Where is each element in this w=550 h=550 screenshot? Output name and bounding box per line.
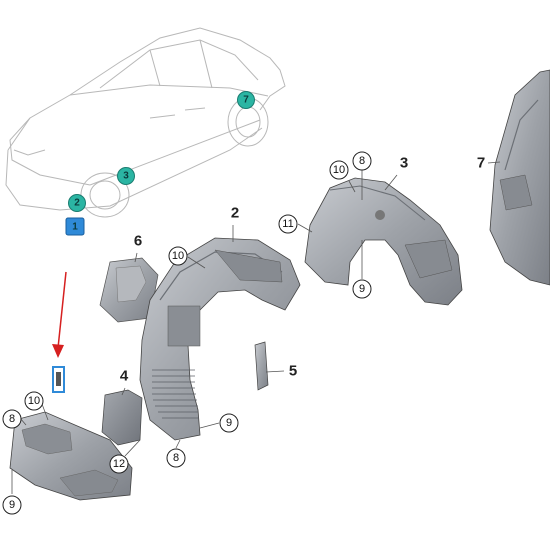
part-2-wheel-arch-liner	[139, 237, 301, 441]
svg-text:8: 8	[173, 452, 179, 464]
car-marker-7[interactable]: 7	[237, 91, 255, 109]
svg-text:11: 11	[282, 218, 293, 230]
car-marker-3[interactable]: 3	[117, 167, 135, 185]
callout-12: 12	[109, 454, 129, 474]
car-marker-3-label: 3	[123, 171, 129, 182]
part-number-7: 7	[477, 155, 485, 172]
callout-10-top: 10	[329, 160, 349, 180]
svg-text:8: 8	[359, 155, 365, 167]
part-5-bracket	[254, 341, 269, 391]
car-marker-2[interactable]: 2	[68, 194, 86, 212]
leader-lines	[11, 161, 501, 494]
callout-10-left: 10	[24, 391, 44, 411]
red-arrow	[52, 271, 67, 358]
part-3-rear-wheel-arch-liner	[304, 177, 463, 306]
part-number-6: 6	[134, 233, 142, 250]
car-marker-1[interactable]: 1	[65, 217, 85, 236]
svg-text:9: 9	[9, 499, 15, 511]
svg-text:10: 10	[172, 250, 184, 262]
callout-8-left: 8	[2, 409, 22, 429]
part-number-4: 4	[120, 368, 129, 385]
car-marker-1-label: 1	[72, 222, 78, 233]
car-outline	[5, 27, 286, 218]
part-6-bracket	[99, 257, 159, 323]
car-marker-7-label: 7	[243, 95, 249, 106]
highlighted-clip	[52, 366, 65, 393]
callout-9-low: 9	[219, 413, 239, 433]
part-4-cover	[101, 389, 143, 446]
callout-9-mid: 9	[352, 279, 372, 299]
svg-text:8: 8	[9, 413, 15, 425]
callout-11: 11	[278, 214, 298, 234]
callout-9-left: 9	[2, 495, 22, 515]
svg-text:9: 9	[226, 417, 232, 429]
part-number-3: 3	[400, 155, 408, 172]
callout-8-low: 8	[166, 448, 186, 468]
part-number-5: 5	[289, 363, 297, 380]
svg-text:12: 12	[113, 458, 125, 470]
callout-8-top: 8	[352, 151, 372, 171]
svg-text:9: 9	[359, 283, 365, 295]
svg-text:10: 10	[28, 395, 40, 407]
svg-text:10: 10	[333, 164, 345, 176]
part-1-underbody-panel	[9, 411, 133, 501]
car-marker-2-label: 2	[74, 198, 80, 209]
part-7-rear-liner	[489, 69, 550, 286]
part-number-2: 2	[231, 205, 239, 222]
callout-10-mid: 10	[168, 246, 188, 266]
